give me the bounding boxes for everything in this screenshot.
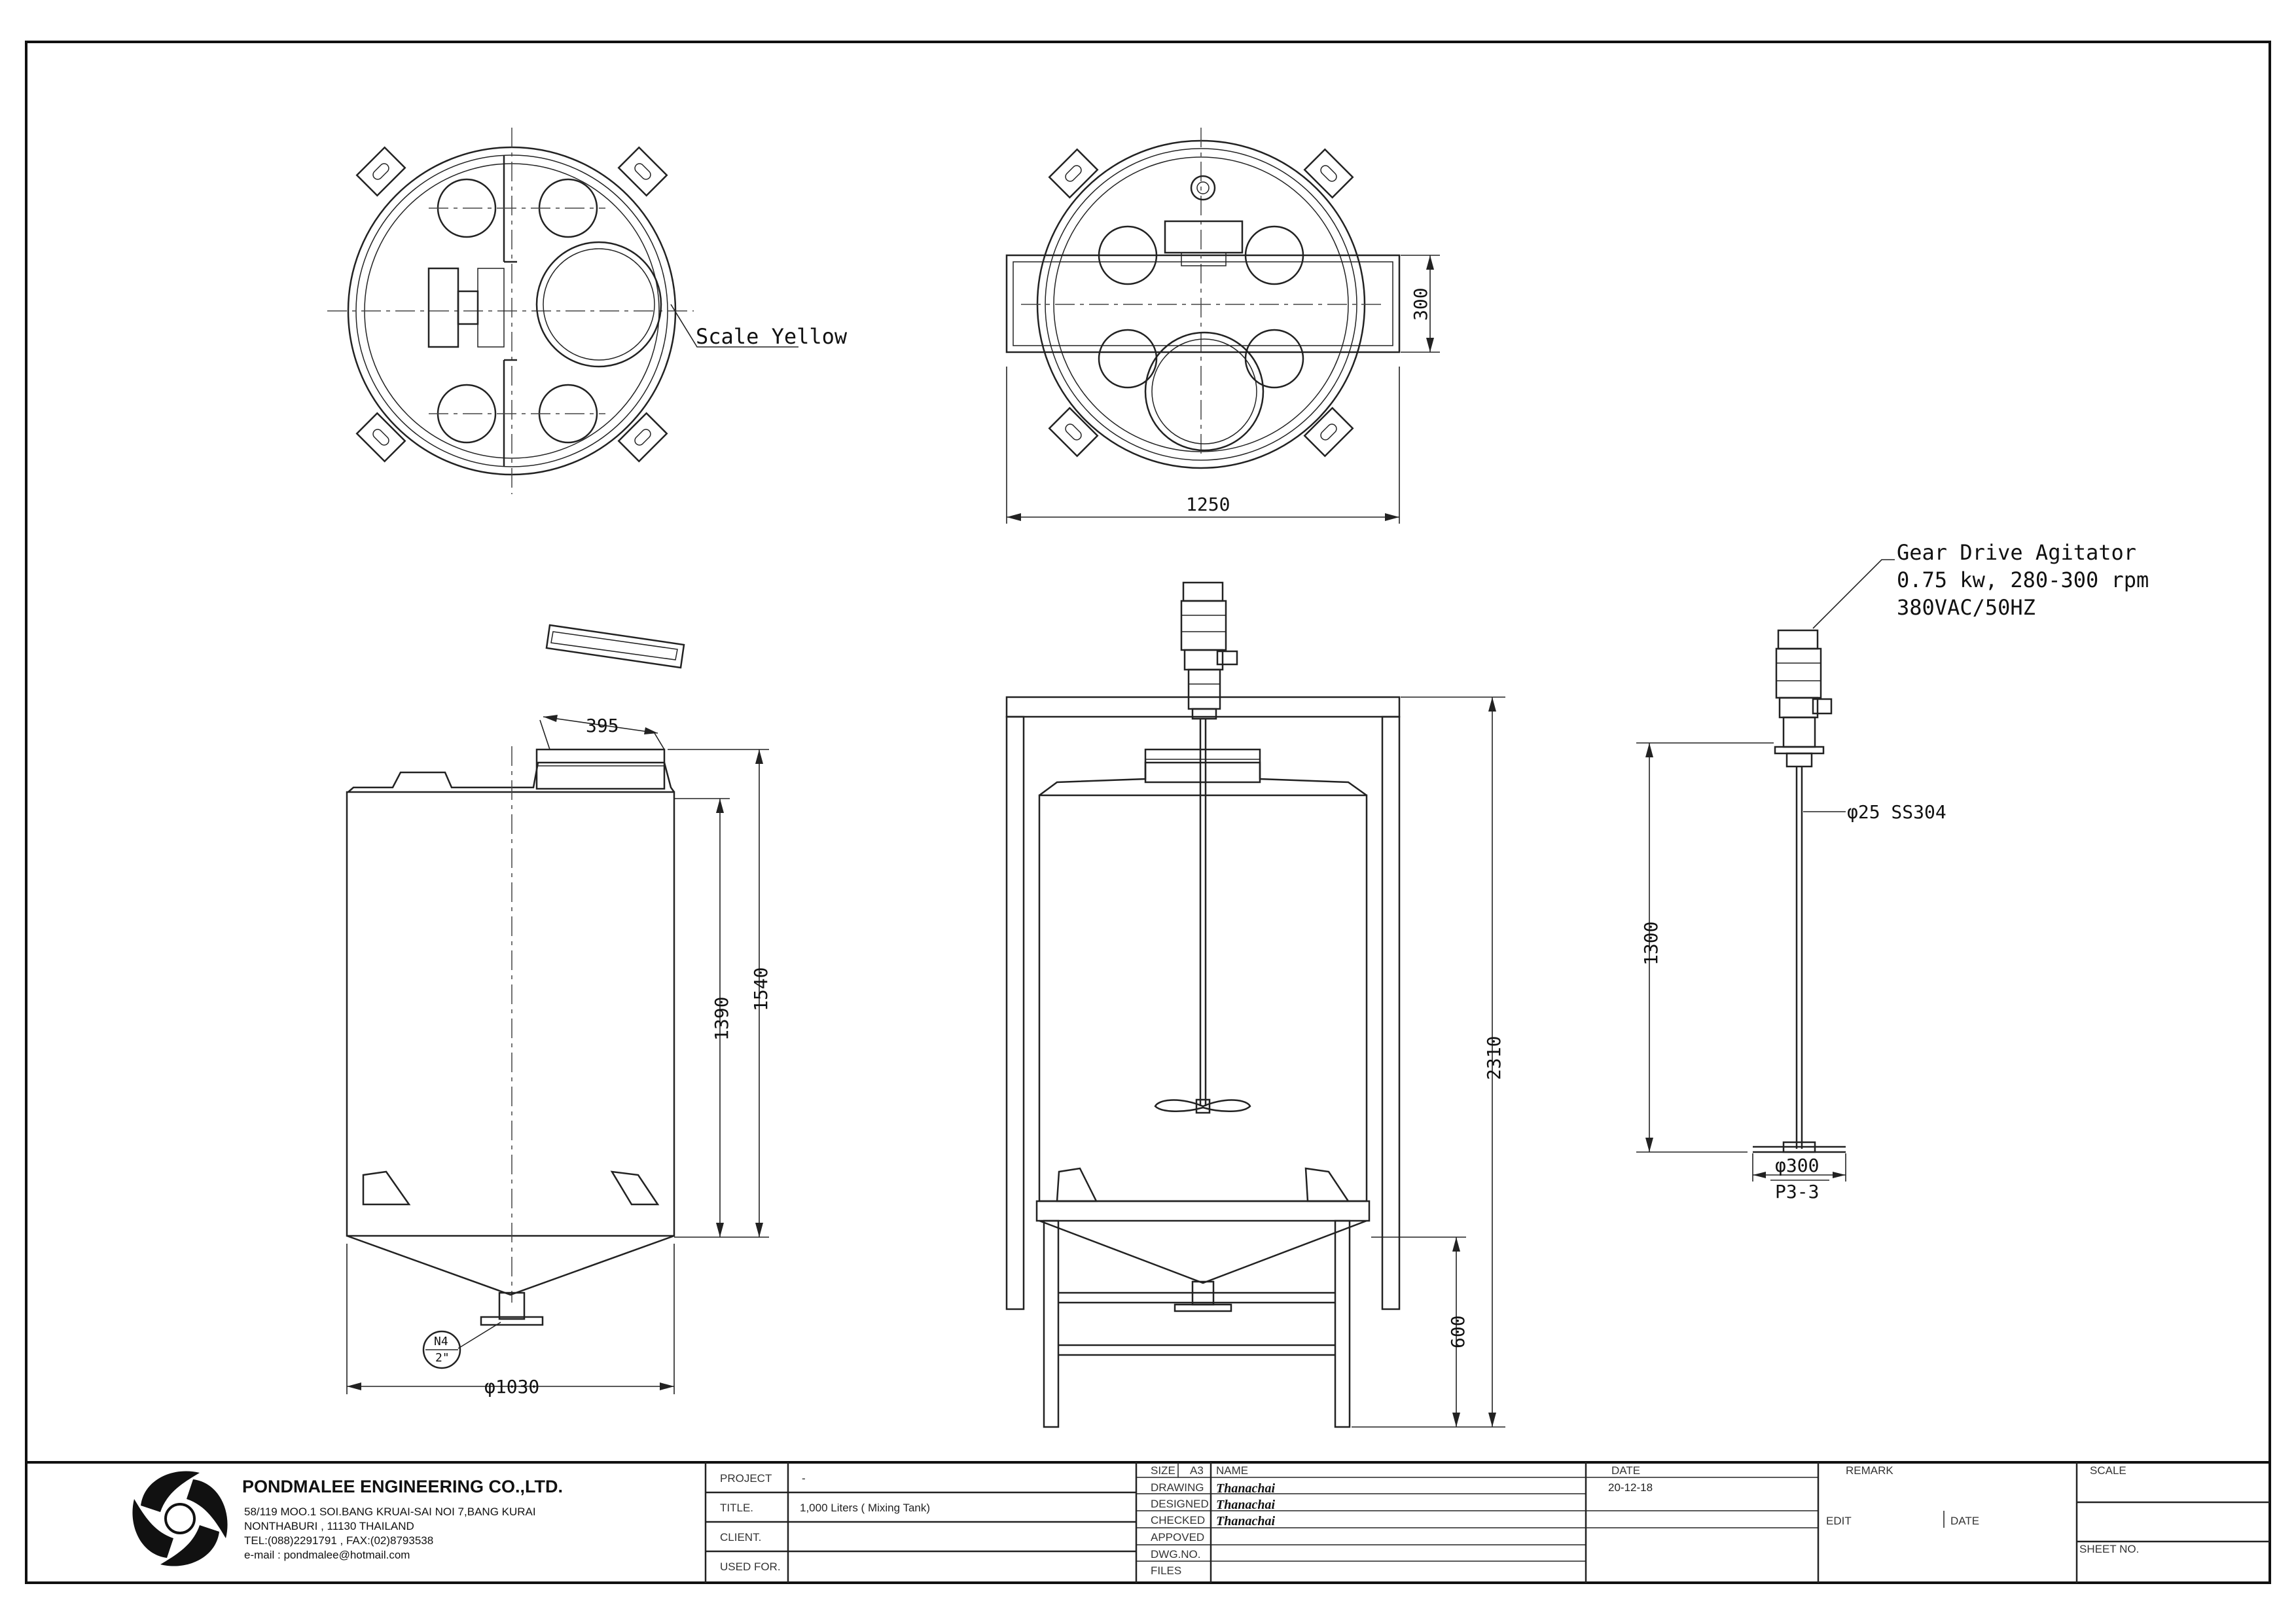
remark-label: REMARK (1846, 1464, 1893, 1477)
size-value: A3 (1190, 1464, 1204, 1477)
dim-leg-height: 600 (1447, 1315, 1469, 1348)
designed-label: DESIGNED (1151, 1498, 1209, 1510)
dim-overall-height: 2310 (1483, 1036, 1505, 1080)
edit-date-label: DATE (1950, 1515, 1979, 1527)
dim-tank-diameter: φ1030 (484, 1376, 539, 1398)
agitator-note-line2: 0.75 kw, 280-300 rpm (1897, 568, 2149, 592)
scale-yellow-label: Scale Yellow (696, 324, 848, 349)
drawing-label: DRAWING (1151, 1481, 1204, 1494)
files-label: FILES (1151, 1564, 1181, 1577)
scale-label: SCALE (2090, 1464, 2126, 1477)
size-label: SIZE (1151, 1464, 1175, 1477)
dim-frame-width: 1250 (1186, 494, 1230, 515)
agitator-note-line3: 380VAC/50HZ (1897, 595, 2036, 620)
approved-label: APPOVED (1151, 1531, 1204, 1543)
date-label: DATE (1611, 1464, 1640, 1477)
nozzle-id: N4 (434, 1335, 448, 1348)
company-logo (132, 1471, 228, 1566)
agitator-detail (1636, 559, 1895, 1182)
checked-label: CHECKED (1151, 1514, 1205, 1526)
impeller-diameter: φ300 (1775, 1155, 1819, 1176)
drawing-name: Thanachai (1216, 1481, 1275, 1496)
dim-shaft-length: 1300 (1640, 922, 1662, 965)
project-value: - (802, 1472, 806, 1485)
dim-manway: 395 (586, 715, 619, 736)
impeller-type: P3-3 (1775, 1181, 1819, 1202)
shaft-note: φ25 SS304 (1847, 801, 1946, 823)
tank-side-view (346, 624, 769, 1394)
dwg-no-label: DWG.NO. (1151, 1548, 1201, 1561)
company-name: PONDMALEE ENGINEERING CO.,LTD. (242, 1477, 563, 1496)
used-for-label: USED FOR. (720, 1561, 781, 1573)
title-block (26, 1461, 2270, 1583)
edit-label: EDIT (1826, 1515, 1852, 1527)
checked-name: Thanachai (1216, 1514, 1275, 1528)
sheet-no-label: SHEET NO. (2079, 1543, 2139, 1555)
designed-name: Thanachai (1216, 1498, 1275, 1512)
dim-tank-body-height: 1390 (711, 997, 732, 1041)
name-label: NAME (1216, 1464, 1248, 1477)
company-address-4: e-mail : pondmalee@hotmail.com (244, 1549, 410, 1561)
tank-top-view (327, 128, 798, 494)
title-label: TITLE. (720, 1502, 753, 1514)
nozzle-size: 2" (435, 1351, 450, 1365)
sheet-border (25, 41, 2271, 1584)
agitator-note-line1: Gear Drive Agitator (1897, 540, 2136, 565)
client-label: CLIENT. (720, 1531, 761, 1543)
company-address-2: NONTHABURI , 11130 THAILAND (244, 1520, 414, 1532)
project-label: PROJECT (720, 1472, 772, 1485)
dim-tank-total-height: 1540 (750, 967, 772, 1011)
company-address-1: 58/119 MOO.1 SOI.BANG KRUAI-SAI NOI 7,BA… (244, 1506, 536, 1518)
company-address-3: TEL:(088)2291791 , FAX:(02)8793538 (244, 1534, 433, 1547)
drawing-date: 20-12-18 (1608, 1481, 1653, 1494)
frame-top-view (1005, 128, 1440, 524)
dim-frame-depth: 300 (1410, 287, 1431, 321)
title-value: 1,000 Liters ( Mixing Tank) (800, 1502, 930, 1514)
assembly-side-view (1005, 581, 1505, 1428)
